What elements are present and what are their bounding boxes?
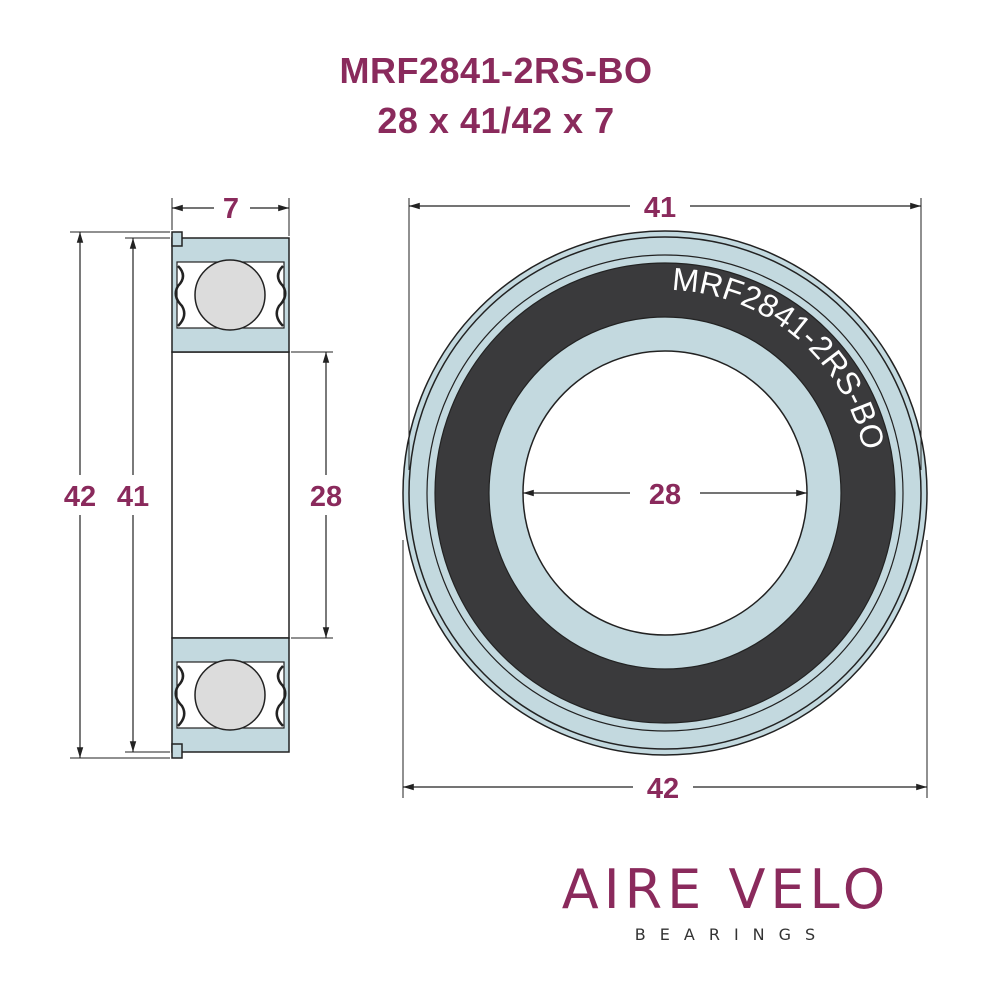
dim-outer-41: 41: [117, 237, 170, 753]
dim-label-outer: 41: [117, 481, 149, 513]
side-bore-outline: [171, 351, 290, 639]
brand-logo: AIRE VELO BEARINGS: [562, 858, 890, 944]
dim-flange-42: 42: [64, 231, 170, 759]
dim-front-flange-42: 42: [402, 540, 928, 805]
flange-top: [171, 231, 183, 247]
dim-label-front-bore: 28: [649, 479, 681, 511]
dim-bore-28: 28: [291, 351, 342, 639]
dim-front-bore-28: 28: [523, 479, 807, 511]
flange-bottom: [171, 743, 183, 759]
dim-label-front-flange: 42: [647, 773, 679, 805]
side-bottom-section: [171, 637, 290, 759]
brand-tagline: BEARINGS: [635, 925, 829, 944]
dim-label-bore: 28: [310, 481, 342, 513]
side-top-section: [171, 231, 290, 353]
ball-bottom: [194, 659, 266, 731]
dim-front-outer-41: 41: [408, 192, 922, 470]
dim-label-width: 7: [223, 193, 239, 225]
ball-top: [194, 259, 266, 331]
side-view: 7 42 41 28: [64, 193, 342, 759]
brand-name: AIRE VELO: [562, 858, 890, 921]
dim-width-7: 7: [171, 193, 290, 236]
dim-label-front-outer: 41: [644, 192, 676, 224]
page-subtitle: 28 x 41/42 x 7: [377, 100, 615, 141]
dim-label-flange: 42: [64, 481, 96, 513]
front-view: MRF2841-2RS-BO 41 42 28: [402, 192, 928, 805]
page-title: MRF2841-2RS-BO: [339, 50, 653, 91]
